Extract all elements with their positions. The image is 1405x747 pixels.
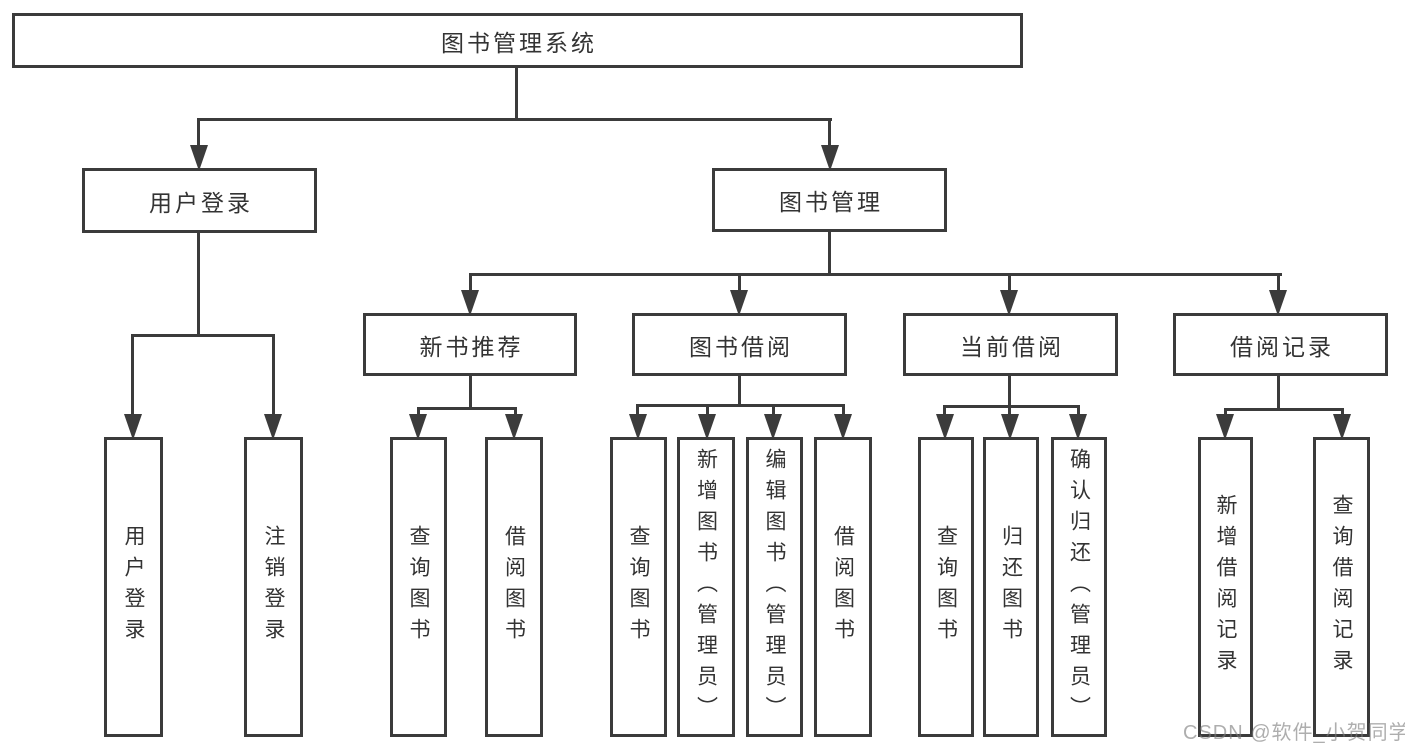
arrow-down-icon: [698, 414, 716, 440]
leaf-query-borrow-record: 查询借阅记录: [1313, 437, 1370, 737]
leaf-confirm-return-admin: 确认归还（管理员）: [1051, 437, 1107, 737]
arrow-down-icon: [1069, 414, 1087, 440]
leaf-query-books-recommend: 查询图书: [390, 437, 447, 737]
connector-drop: [772, 404, 775, 416]
connector-drop: [1341, 408, 1344, 416]
connector-current-hbar: [943, 405, 1080, 408]
connector-drop: [272, 334, 275, 415]
connector-drop: [943, 405, 946, 416]
node-book-borrowing-label: 图书借阅: [689, 333, 793, 360]
leaf-logout: 注销登录: [244, 437, 303, 737]
node-current-borrowing: 当前借阅: [903, 313, 1118, 376]
connector-current-stem: [1008, 376, 1011, 408]
arrow-down-icon: [821, 145, 839, 171]
node-new-book-recommend-label: 新书推荐: [419, 333, 524, 360]
csdn-watermark: CSDN @软件_小贺同学: [1183, 722, 1405, 744]
node-book-borrowing: 图书借阅: [632, 313, 847, 376]
leaf-edit-books-admin: 编辑图书（管理员）: [746, 437, 803, 737]
connector-drop: [706, 404, 709, 416]
arrow-down-icon: [1216, 414, 1234, 440]
node-user-login: 用户登录: [82, 168, 317, 233]
connector-drop: [1008, 276, 1011, 292]
leaf-edit-books-admin-label: 编辑图书（管理员）: [763, 447, 786, 727]
connector-drop: [469, 276, 472, 292]
connector-level1-hbar: [197, 118, 832, 121]
arrow-down-icon: [1001, 414, 1019, 440]
connector-drop: [1277, 276, 1280, 292]
leaf-return-books: 归还图书: [983, 437, 1039, 737]
arrow-down-icon: [629, 414, 647, 440]
connector-drop: [1224, 408, 1227, 416]
node-book-management-label: 图书管理: [779, 189, 883, 215]
arrow-down-icon: [936, 414, 954, 440]
leaf-query-borrow-record-label: 查询借阅记录: [1330, 494, 1353, 680]
connector-drop: [1008, 405, 1011, 416]
arrow-down-icon: [190, 145, 208, 171]
connector-drop: [131, 334, 134, 415]
node-user-login-label: 用户登录: [149, 189, 253, 216]
arrow-down-icon: [834, 414, 852, 440]
leaf-borrow-books-recommend-label: 借阅图书: [502, 525, 526, 649]
leaf-logout-label: 注销登录: [262, 525, 285, 649]
arrow-down-icon: [1333, 414, 1351, 440]
leaf-query-books-borrowing-label: 查询图书: [627, 525, 650, 649]
connector-drop: [738, 276, 741, 292]
connector-drop: [636, 404, 639, 416]
arrow-down-icon: [264, 414, 282, 440]
connector-level3-hbar: [469, 273, 1282, 276]
node-root: 图书管理系统: [12, 13, 1023, 68]
arrow-down-icon: [505, 414, 523, 440]
leaf-query-books-recommend-label: 查询图书: [407, 525, 430, 649]
connector-records-stem: [1277, 376, 1280, 411]
leaf-user-login-label: 用户登录: [122, 525, 145, 649]
connector-book-mgmt-stem: [828, 232, 831, 276]
leaf-borrow-books-label: 借阅图书: [831, 525, 855, 649]
leaf-query-books-current: 查询图书: [918, 437, 974, 737]
arrow-down-icon: [461, 290, 479, 316]
arrow-down-icon: [764, 414, 782, 440]
connector-drop-user-login: [197, 118, 200, 146]
node-borrow-records: 借阅记录: [1173, 313, 1388, 376]
leaf-borrow-books: 借阅图书: [814, 437, 872, 737]
leaf-add-books-admin: 新增图书（管理员）: [677, 437, 735, 737]
connector-records-hbar: [1224, 408, 1344, 411]
leaf-query-books-current-label: 查询图书: [934, 525, 958, 649]
leaf-user-login: 用户登录: [104, 437, 163, 737]
connector-new-book-stem: [469, 376, 472, 410]
leaf-query-books-borrowing: 查询图书: [610, 437, 667, 737]
arrow-down-icon: [409, 414, 427, 440]
arrow-down-icon: [1269, 290, 1287, 316]
leaf-borrow-books-recommend: 借阅图书: [485, 437, 543, 737]
connector-root-stem: [515, 67, 518, 119]
arrow-down-icon: [1000, 290, 1018, 316]
leaf-add-books-admin-label: 新增图书（管理员）: [694, 447, 718, 727]
leaf-add-borrow-record: 新增借阅记录: [1198, 437, 1253, 737]
connector-user-login-hbar: [131, 334, 275, 337]
leaf-confirm-return-admin-label: 确认归还（管理员）: [1067, 447, 1091, 727]
node-book-management: 图书管理: [712, 168, 947, 232]
node-borrow-records-label: 借阅记录: [1230, 333, 1334, 360]
connector-drop: [842, 404, 845, 416]
connector-drop: [1077, 405, 1080, 416]
connector-borrowing-stem: [738, 376, 741, 407]
leaf-return-books-label: 归还图书: [999, 525, 1023, 649]
arrow-down-icon: [730, 290, 748, 316]
leaf-add-borrow-record-label: 新增借阅记录: [1214, 494, 1237, 680]
connector-new-book-hbar: [417, 407, 517, 410]
connector-drop-book-mgmt: [828, 118, 831, 146]
node-root-label: 图书管理系统: [441, 29, 597, 56]
arrow-down-icon: [124, 414, 142, 440]
node-current-borrowing-label: 当前借阅: [960, 333, 1064, 360]
connector-user-login-stem: [197, 233, 200, 336]
connector-borrowing-hbar: [636, 404, 845, 407]
node-new-book-recommend: 新书推荐: [363, 313, 577, 376]
connector-drop: [417, 407, 420, 416]
connector-drop: [514, 407, 517, 416]
